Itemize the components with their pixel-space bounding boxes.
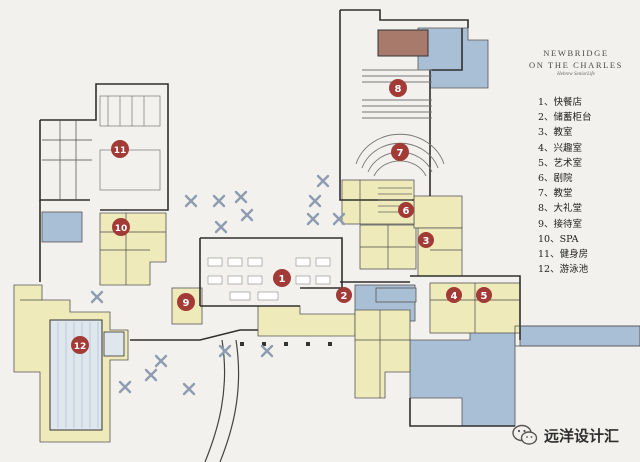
svg-text:7: 7 xyxy=(397,148,404,159)
marker-4[interactable]: 4 xyxy=(446,287,462,303)
marker-6[interactable]: 6 xyxy=(398,202,414,218)
map-title: NEWBRIDGE ON THE CHARLES Hebrew SeniorLi… xyxy=(520,47,632,77)
marker-3[interactable]: 3 xyxy=(418,232,434,248)
svg-text:5: 5 xyxy=(481,291,488,302)
legend-item: 6、剧院 xyxy=(538,172,573,184)
marker-8[interactable]: 8 xyxy=(389,79,407,97)
watermark-text: 远洋设计汇 xyxy=(544,426,620,445)
east-connector xyxy=(514,325,640,347)
title-line-2: ON THE CHARLES xyxy=(528,60,624,70)
svg-text:1: 1 xyxy=(279,274,286,285)
legend-item: 7、教堂 xyxy=(538,188,573,200)
marker-2[interactable]: 2 xyxy=(336,287,352,303)
legend-item: 4、兴趣室 xyxy=(538,142,583,154)
svg-text:9: 9 xyxy=(183,298,190,309)
marker-12[interactable]: 12 xyxy=(71,336,89,354)
legend: 1、快餐店 2、储蓄柜台 3、教室 4、兴趣室 5、艺术室 6、剧院 7、教堂 … xyxy=(538,95,634,277)
legend-item: 10、SPA xyxy=(538,233,579,245)
watermark: 远洋设计汇 xyxy=(512,420,619,450)
legend-item: 5、艺术室 xyxy=(538,157,583,169)
legend-item: 12、游泳池 xyxy=(538,264,589,276)
marker-9[interactable]: 9 xyxy=(177,293,195,311)
tree-symbols xyxy=(90,174,346,396)
markers: 1 2 3 4 5 6 7 8 9 10 11 12 xyxy=(71,79,492,354)
pool xyxy=(49,319,125,431)
marker-11[interactable]: 11 xyxy=(111,140,129,158)
svg-text:3: 3 xyxy=(423,236,430,247)
title-line-1: NEWBRIDGE xyxy=(543,48,609,58)
svg-text:6: 6 xyxy=(403,206,410,217)
svg-text:12: 12 xyxy=(74,342,87,352)
svg-text:10: 10 xyxy=(115,224,128,234)
gym-equipment xyxy=(99,95,161,191)
wechat-icon xyxy=(512,424,538,445)
marker-1[interactable]: 1 xyxy=(273,269,291,287)
dining-tables xyxy=(207,257,331,301)
legend-item: 1、快餐店 xyxy=(538,97,583,108)
legend-item: 2、储蓄柜台 xyxy=(538,112,592,124)
svg-text:11: 11 xyxy=(114,146,127,156)
stage xyxy=(377,29,429,57)
marker-7[interactable]: 7 xyxy=(391,143,409,161)
svg-text:2: 2 xyxy=(341,291,348,302)
svg-text:8: 8 xyxy=(395,84,402,95)
title-subline: Hebrew SeniorLife xyxy=(557,72,595,77)
drive-curve xyxy=(204,339,226,462)
legend-item: 8、大礼堂 xyxy=(538,203,583,215)
legend-item: 9、接待室 xyxy=(538,218,583,230)
legend-item: 11、健身房 xyxy=(538,248,589,260)
auditorium-seating xyxy=(362,69,432,119)
marker-10[interactable]: 10 xyxy=(112,218,130,236)
colonnade xyxy=(240,342,332,346)
drive-curve-outer xyxy=(219,339,240,462)
marker-5[interactable]: 5 xyxy=(476,287,492,303)
legend-item: 3、教室 xyxy=(538,127,573,139)
svg-text:4: 4 xyxy=(451,291,458,302)
